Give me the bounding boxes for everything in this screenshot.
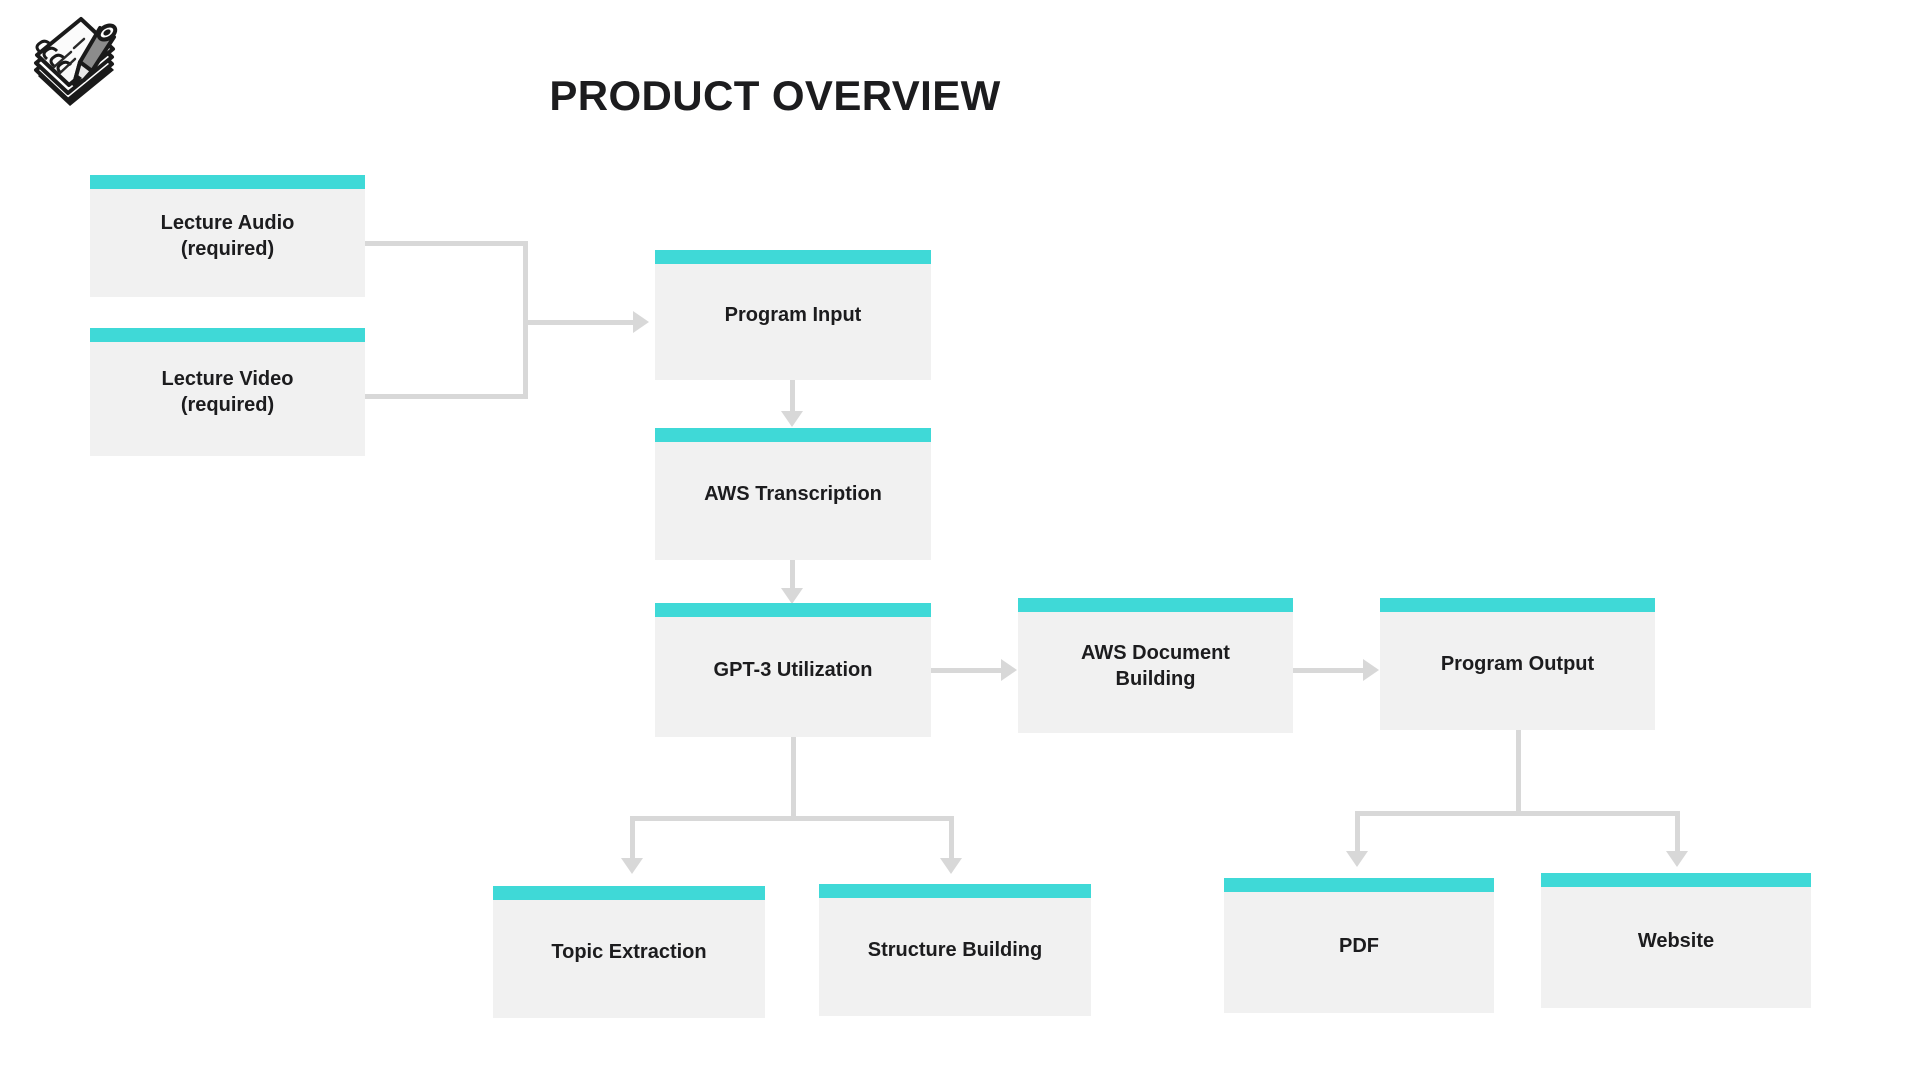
node-label: Lecture Audio (required) xyxy=(160,212,295,260)
node-label: Topic Extraction xyxy=(551,941,707,963)
edge-lecture-audio-horizontal xyxy=(365,241,528,246)
node-accent-bar xyxy=(90,175,365,189)
page-title-text: PRODUCT OVERVIEW xyxy=(549,72,1001,119)
arrowhead-to-program-output xyxy=(1363,659,1379,681)
arrowhead-to-program-input xyxy=(633,311,649,333)
edge-to-website xyxy=(1675,811,1680,853)
node-label: Lecture Video (required) xyxy=(161,368,294,416)
arrowhead-to-website xyxy=(1666,851,1688,867)
node-accent-bar xyxy=(493,886,765,900)
node-label: Website xyxy=(1637,929,1715,952)
arrowhead-to-aws-document xyxy=(1001,659,1017,681)
edge-to-pdf xyxy=(1355,811,1360,853)
node-accent-bar xyxy=(655,603,931,617)
edge-aws-document-to-program-output xyxy=(1293,668,1365,673)
memo-notepad-pencil-icon xyxy=(22,10,132,120)
node-structure-building[interactable]: Structure Building xyxy=(819,884,1091,1016)
node-lecture-audio[interactable]: Lecture Audio (required) xyxy=(90,175,365,297)
node-accent-bar xyxy=(90,328,365,342)
node-label: Program Output xyxy=(1440,653,1595,675)
node-accent-bar xyxy=(1380,598,1655,612)
edge-gpt3-to-aws-document xyxy=(931,668,1003,673)
edge-program-input-to-transcription xyxy=(790,380,795,413)
node-program-input[interactable]: Program Input xyxy=(655,250,931,380)
arrowhead-to-structure-building xyxy=(940,858,962,874)
node-accent-bar xyxy=(655,428,931,442)
node-label: AWS Document Building xyxy=(1081,641,1230,690)
node-aws-transcription[interactable]: AWS Transcription xyxy=(655,428,931,560)
node-accent-bar xyxy=(1224,878,1494,892)
arrowhead-to-transcription xyxy=(781,411,803,427)
edge-gpt3-split-horizontal xyxy=(630,816,954,821)
node-accent-bar xyxy=(819,884,1091,898)
edge-transcription-to-gpt3 xyxy=(790,560,795,590)
node-label: Program Input xyxy=(724,304,862,326)
node-pdf[interactable]: PDF xyxy=(1224,878,1494,1013)
edge-to-structure-building xyxy=(949,816,954,860)
node-label: GPT-3 Utilization xyxy=(713,659,873,681)
node-accent-bar xyxy=(1018,598,1293,612)
node-aws-document-building[interactable]: AWS Document Building xyxy=(1018,598,1293,733)
edge-program-output-split-vertical xyxy=(1516,730,1521,813)
node-program-output[interactable]: Program Output xyxy=(1380,598,1655,730)
arrowhead-to-topic-extraction xyxy=(621,858,643,874)
edge-merge-to-program-input xyxy=(523,320,633,325)
node-label: PDF xyxy=(1339,934,1379,957)
node-accent-bar xyxy=(655,250,931,264)
node-topic-extraction[interactable]: Topic Extraction xyxy=(493,886,765,1018)
node-website[interactable]: Website xyxy=(1541,873,1811,1008)
node-gpt3-utilization[interactable]: GPT-3 Utilization xyxy=(655,603,931,737)
page-title: PRODUCT OVERVIEW xyxy=(0,72,1920,120)
edge-gpt3-split-vertical xyxy=(791,737,796,819)
edge-lecture-video-horizontal xyxy=(365,394,528,399)
node-label: Structure Building xyxy=(867,939,1043,961)
arrowhead-to-pdf xyxy=(1346,851,1368,867)
arrowhead-to-gpt3 xyxy=(781,588,803,604)
edge-to-topic-extraction xyxy=(630,816,635,860)
node-label: AWS Transcription xyxy=(704,483,882,505)
node-accent-bar xyxy=(1541,873,1811,887)
edge-program-output-split-horizontal xyxy=(1355,811,1680,816)
node-lecture-video[interactable]: Lecture Video (required) xyxy=(90,328,365,456)
